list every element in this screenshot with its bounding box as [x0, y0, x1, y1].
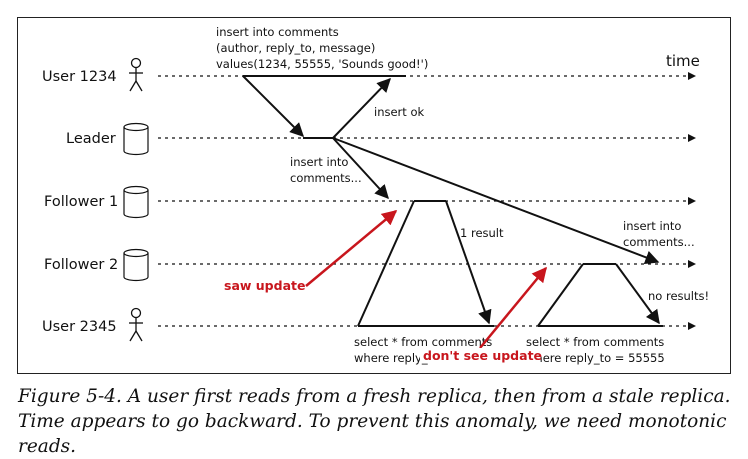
- annotation-saw-update: saw update: [224, 278, 305, 293]
- svg-text:select * from comments: select * from comments: [354, 335, 492, 349]
- query-2-request-arrow: [537, 263, 584, 327]
- dont-see-update-pointer-arrow: [479, 266, 547, 349]
- replicate-follower-2-arrow: [332, 137, 660, 265]
- svg-text:select * from comments: select * from comments: [526, 335, 664, 349]
- person-icon: [129, 57, 143, 92]
- database-icon: [123, 122, 149, 156]
- insert-ok-arrow: [332, 77, 391, 139]
- timeline-arrowhead: [688, 134, 696, 142]
- insert-request-label: insert into comments (author, reply_to, …: [216, 25, 428, 71]
- query-2-response-arrow: [615, 263, 660, 325]
- query-2-label: select * from comments where reply_to = …: [526, 335, 665, 365]
- timeline-arrowhead: [688, 197, 696, 205]
- database-icon: [123, 248, 149, 282]
- figure-caption: Figure 5-4. A user first reads from a fr…: [18, 386, 731, 457]
- svg-text:insert into comments: insert into comments: [216, 25, 339, 39]
- saw-update-pointer-arrow: [305, 210, 398, 287]
- svg-text:comments...: comments...: [290, 171, 362, 185]
- row-label-user-1234: User 1234: [42, 69, 117, 85]
- svg-text:insert into: insert into: [623, 219, 681, 233]
- timeline-arrowhead: [688, 260, 696, 268]
- insert-request-arrow: [242, 75, 304, 137]
- person-icon: [129, 307, 143, 342]
- row-label-user-2345: User 2345: [42, 319, 117, 335]
- annotation-dont-see-update: don't see update: [423, 348, 542, 363]
- replicate-follower-2-label: insert into comments...: [623, 219, 695, 249]
- result-follower-1-label: 1 result: [460, 226, 504, 240]
- row-label-follower-1: Follower 1: [44, 194, 118, 210]
- row-label-leader: Leader: [66, 131, 116, 147]
- replicate-follower-1-arrow: [332, 137, 389, 200]
- timeline-arrowhead: [688, 322, 696, 330]
- replicate-follower-1-label: insert into comments...: [290, 155, 362, 185]
- row-label-follower-2: Follower 2: [44, 257, 118, 273]
- diagram-figure: time User 1234 Leader Follower 1 Followe…: [17, 17, 731, 374]
- query-1-response-arrow: [445, 200, 492, 325]
- timeline-arrowhead: [688, 72, 696, 80]
- svg-text:(author, reply_to, message): (author, reply_to, message): [216, 41, 375, 55]
- svg-text:values(1234, 55555, 'Sounds go: values(1234, 55555, 'Sounds good!'): [216, 57, 428, 71]
- result-follower-2-label: no results!: [648, 289, 709, 303]
- svg-text:comments...: comments...: [623, 235, 695, 249]
- insert-ok-label: insert ok: [374, 105, 424, 119]
- time-label: time: [666, 52, 700, 70]
- query-1-request-arrow: [357, 200, 415, 327]
- svg-text:insert into: insert into: [290, 155, 348, 169]
- svg-text:where reply_to = 55555: where reply_to = 55555: [526, 351, 665, 365]
- database-icon: [123, 185, 149, 219]
